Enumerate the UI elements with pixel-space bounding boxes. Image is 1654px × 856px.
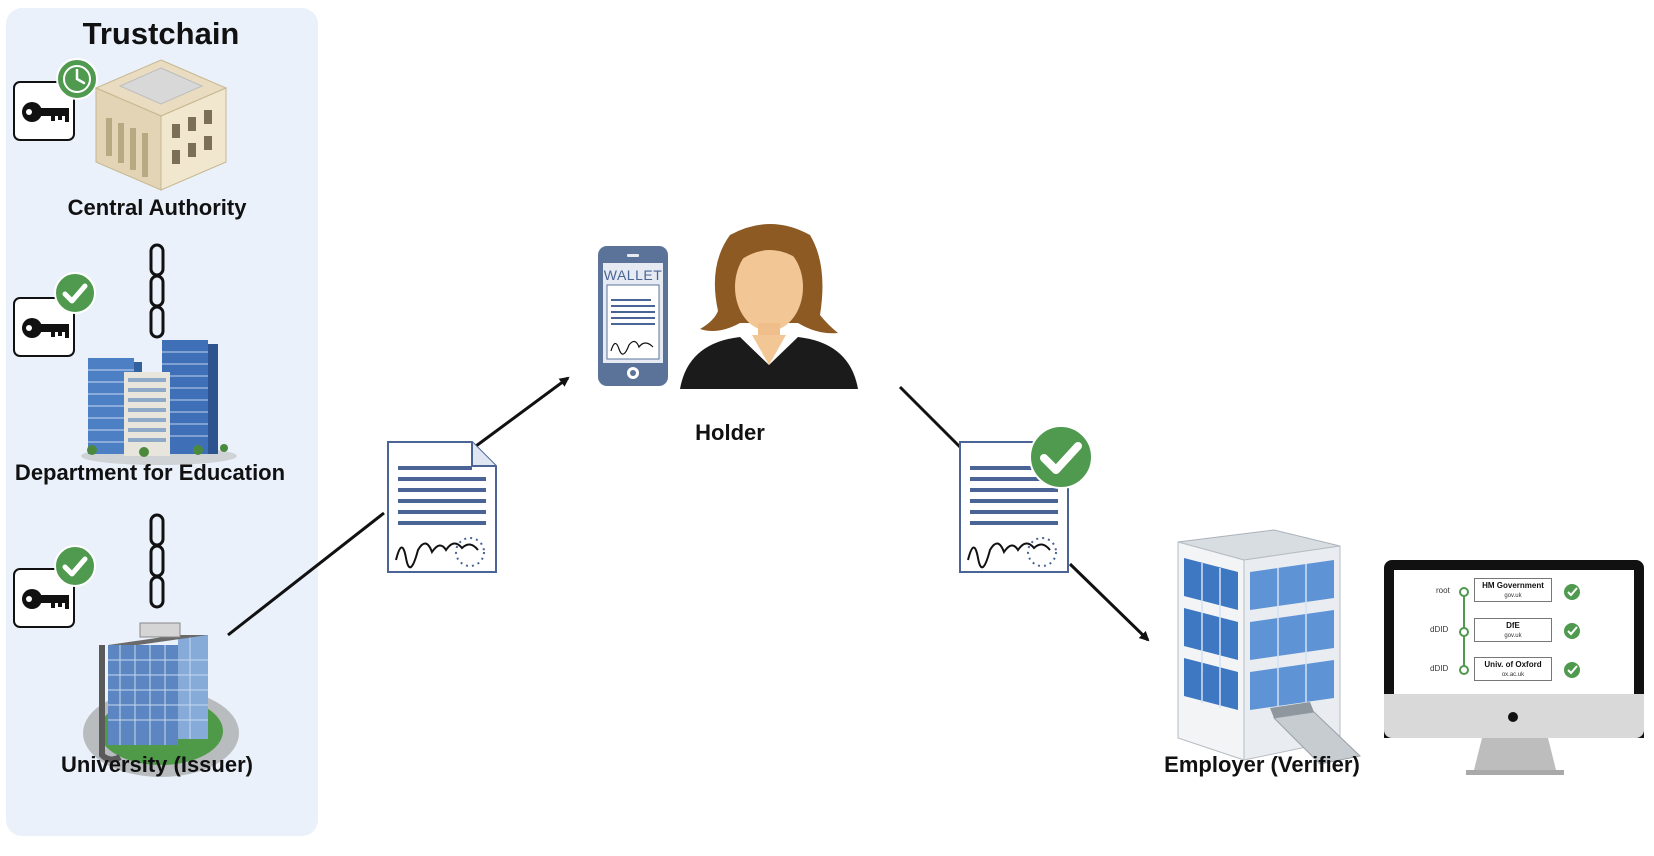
employer-building-icon [1177, 529, 1362, 765]
issue-arrow-segment [227, 511, 385, 637]
issue-arrow [475, 376, 570, 448]
monitor-camera-dot [1508, 712, 1518, 722]
row-level-root: root [1436, 586, 1450, 595]
university-building-icon [83, 622, 239, 777]
clock-badge-icon [56, 58, 98, 100]
chain-link-icon [149, 513, 165, 609]
row-level-ddid: dDID [1430, 664, 1449, 673]
row-level-ddid: dDID [1430, 625, 1449, 634]
monitor-stand [1466, 738, 1564, 775]
wallet-text: WALLET [603, 267, 663, 283]
key-icon [22, 102, 69, 122]
key-box-department [13, 297, 75, 357]
row-domain: gov.uk [1504, 593, 1522, 599]
verified-check-icon [1029, 425, 1093, 489]
row-box-dfe: DfE gov.uk [1474, 618, 1552, 642]
check-icon [1564, 584, 1580, 678]
key-box-central-authority [13, 81, 75, 141]
row-domain: gov.uk [1504, 633, 1522, 639]
row-name: HM Government [1482, 581, 1544, 590]
row-domain: ox.ac.uk [1501, 672, 1525, 678]
holder-label: Holder [695, 420, 765, 445]
department-label: Department for Education [14, 460, 286, 485]
verifier-label: Employer (Verifier) [1164, 752, 1360, 777]
row-name: DfE [1506, 621, 1520, 630]
department-buildings-icon [81, 340, 237, 465]
central-authority-label: Central Authority [67, 195, 247, 220]
key-icon [22, 318, 69, 338]
chain-timeline [1459, 584, 1580, 678]
university-label: University (Issuer) [61, 752, 253, 777]
key-icon [22, 589, 69, 609]
row-name: Univ. of Oxford [1484, 660, 1542, 669]
central-authority-building-icon [94, 59, 228, 191]
check-badge-icon [54, 545, 96, 587]
chain-link-icon [149, 243, 165, 339]
wallet-phone-icon [598, 246, 668, 386]
holder-person-icon [680, 224, 858, 389]
row-box-hm-government: HM Government gov.uk [1474, 578, 1552, 602]
present-arrow [1068, 562, 1150, 642]
trustchain-title: Trustchain [82, 16, 240, 51]
row-box-univ-oxford: Univ. of Oxford ox.ac.uk [1474, 657, 1552, 681]
present-arrow-segment [898, 385, 962, 449]
check-badge-icon [54, 272, 96, 314]
credential-document-icon [387, 441, 497, 573]
